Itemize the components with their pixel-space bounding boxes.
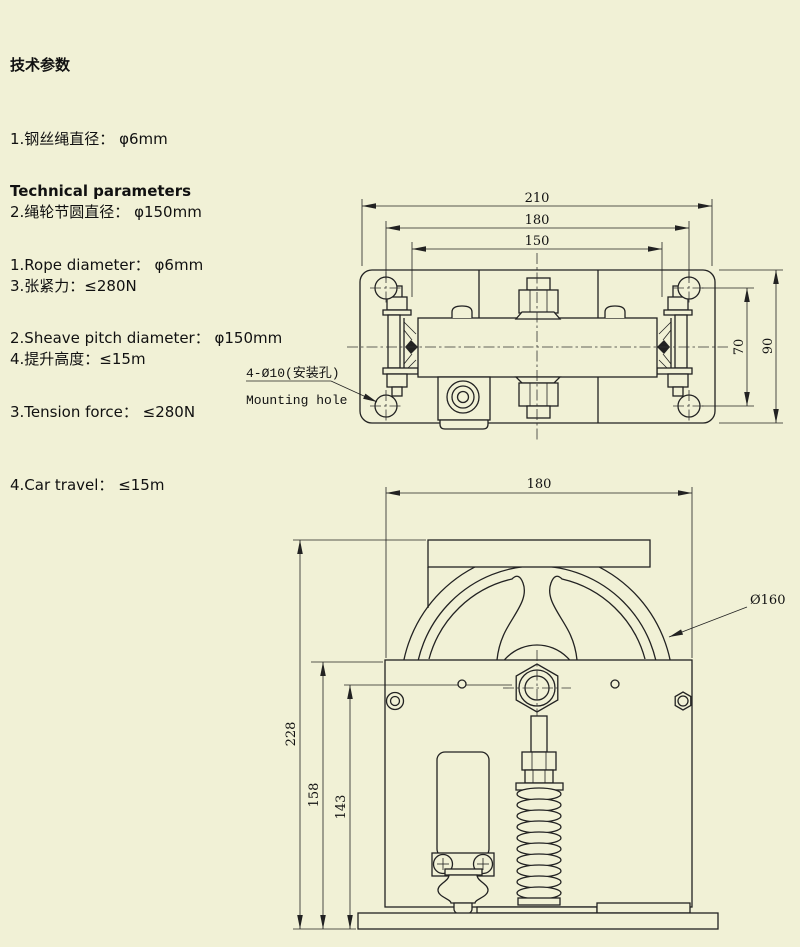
guide-roller xyxy=(437,376,491,430)
small-hole-right xyxy=(610,679,620,689)
beam-tab-right xyxy=(604,305,626,318)
callout-line-cn: 4-Ø10(安装孔) xyxy=(246,366,340,381)
dim-overall-depth: 90 xyxy=(761,338,776,355)
tension-switch xyxy=(431,751,495,916)
compression-spring xyxy=(516,787,562,900)
callout-line-en: Mounting hole xyxy=(246,393,347,408)
rope-clamp-right xyxy=(656,285,693,397)
specs-en-title: Technical parameters xyxy=(10,182,192,200)
switch-body xyxy=(436,751,490,858)
dim-hole-span: 180 xyxy=(525,213,550,228)
dim-overall-width: 210 xyxy=(525,191,550,206)
beam-tab-left xyxy=(451,305,473,318)
spec-line: 3.张紧力：≤280N xyxy=(10,276,137,295)
adjust-nut-upper xyxy=(521,751,557,771)
threaded-rod xyxy=(530,715,548,753)
spring-seat-plate xyxy=(476,906,598,914)
dim-hole-vspan: 70 xyxy=(732,339,747,356)
roller-plunger xyxy=(437,868,489,916)
sheave-diameter-callout: Ø160 xyxy=(668,593,785,638)
spec-line: 4.提升高度：≤15m xyxy=(10,350,146,368)
adjust-nut-lower xyxy=(524,769,554,784)
center-bolt-top xyxy=(514,277,562,320)
mounting-holes xyxy=(370,272,705,422)
dim-clamp-span: 150 xyxy=(525,234,550,249)
spoke-window-left xyxy=(428,575,525,660)
leader-line xyxy=(330,380,378,403)
spec-line: 2.Sheave pitch diameter： φ150mm xyxy=(10,329,283,347)
technical-parameters-cn: 技术参数 1.钢丝绳直径： φ6mm 2.绳轮节圆直径： φ150mm 3.张紧… xyxy=(10,4,202,421)
mounting-hole-callout: 4-Ø10(安装孔) Mounting hole xyxy=(246,366,378,408)
washer-hole xyxy=(385,691,405,711)
sheave-hub xyxy=(503,644,571,660)
small-hole-left xyxy=(457,679,467,689)
sheave-axle xyxy=(503,650,571,726)
base-rail xyxy=(357,912,719,930)
dim-front-width: 180 xyxy=(527,477,552,492)
front-view: 180 228 158 143 Ø160 xyxy=(284,477,785,930)
tension-rod-spring xyxy=(515,715,564,906)
dim-housing-height: 158 xyxy=(307,783,322,808)
specs-cn-title: 技术参数 xyxy=(10,56,71,74)
center-bolt-bottom xyxy=(514,376,562,419)
front-view-dimensions: 180 228 158 143 Ø160 xyxy=(284,477,785,930)
spec-line: 1.Rope diameter： φ6mm xyxy=(10,255,204,274)
technical-parameters-en: Technical parameters 1.Rope diameter： φ6… xyxy=(10,130,282,547)
top-view-dimensions: 210 180 150 90 70 xyxy=(361,191,783,424)
dim-rope-line-height: 143 xyxy=(334,795,349,820)
spec-line: 1.钢丝绳直径： φ6mm xyxy=(10,129,168,148)
spring-washer-bottom xyxy=(517,897,561,906)
dim-sheave-diameter: Ø160 xyxy=(750,593,785,608)
tension-beam xyxy=(417,317,658,378)
spec-line: 2.绳轮节圆直径： φ150mm xyxy=(10,203,202,221)
top-view: 210 180 150 90 70 4-Ø10(安装孔) Mounting ho… xyxy=(246,191,783,442)
spec-line: 3.Tension force： ≤280N xyxy=(10,402,196,421)
hex-bolt-right xyxy=(674,691,692,711)
spec-line: 4.Car travel： ≤15m xyxy=(10,476,165,494)
housing-foot xyxy=(596,902,691,914)
dim-overall-height: 228 xyxy=(284,722,299,747)
rope-guard-bracket xyxy=(427,539,651,608)
spoke-window-right xyxy=(549,575,646,660)
leader-line xyxy=(668,606,748,638)
